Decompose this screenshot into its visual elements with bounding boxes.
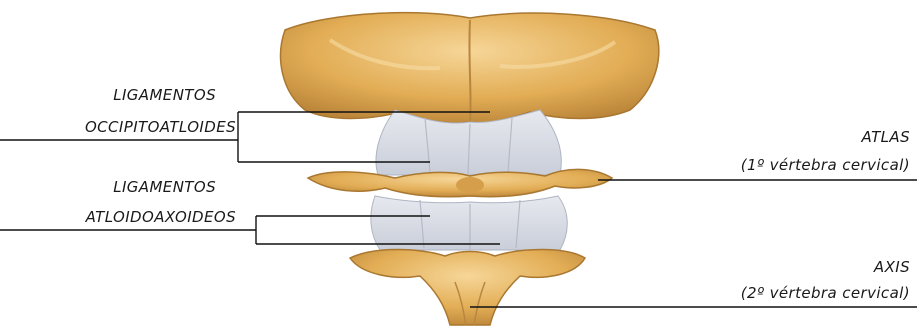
atloidoaxoid-ligament-shape bbox=[371, 196, 567, 250]
label-ligamentos-atloidoaxoideos-2: ATLOIDOAXOIDEOS bbox=[0, 208, 236, 226]
label-axis-1: AXIS bbox=[700, 258, 910, 276]
label-axis-2: (2º vértebra cervical) bbox=[690, 284, 910, 302]
label-ligamentos-atloidoaxoideos-1: LIGAMENTOS bbox=[76, 178, 216, 196]
label-ligamentos-occipitoatloides-2: OCCIPITOATLOIDES bbox=[0, 118, 236, 136]
occipital-bone bbox=[281, 13, 659, 123]
atlas-vertebra bbox=[308, 169, 612, 196]
axis-vertebra bbox=[350, 250, 585, 326]
label-atlas-2: (1º vértebra cervical) bbox=[690, 156, 910, 174]
label-ligamentos-occipitoatloides-1: LIGAMENTOS bbox=[76, 86, 216, 104]
label-atlas-1: ATLAS bbox=[700, 128, 910, 146]
